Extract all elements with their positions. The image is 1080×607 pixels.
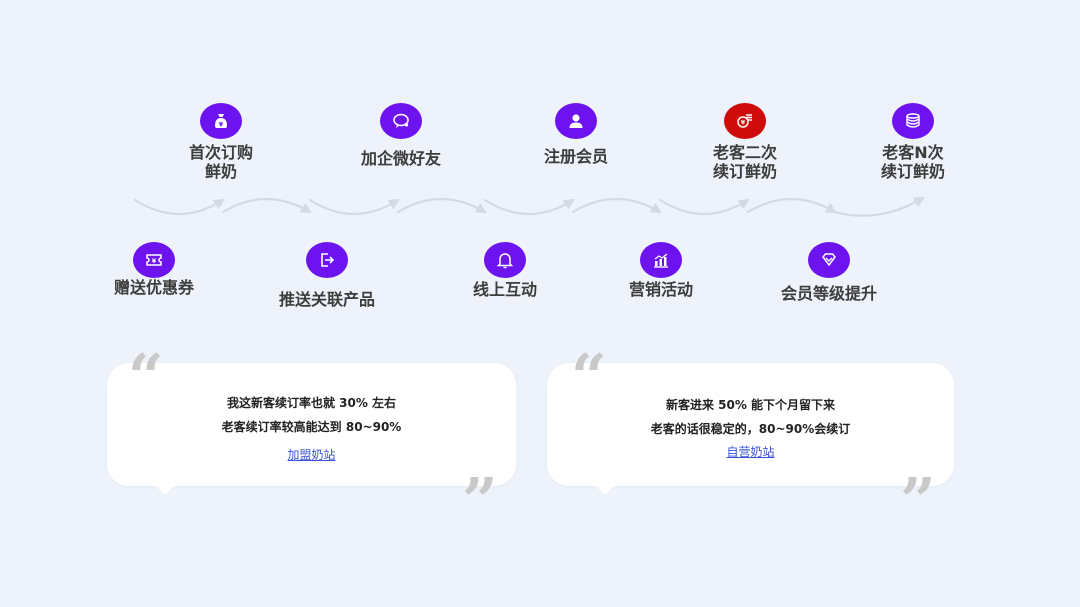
coins-icon: ¥ xyxy=(724,103,766,139)
step-label: 老客二次 续订鲜奶 xyxy=(712,143,777,181)
open-quote-mark: “ xyxy=(571,340,607,413)
step-label: 推送关联产品 xyxy=(278,290,375,309)
quote-bubble-franchise: 我这新客续订率也就 30% 左右 老客续订率较高能达到 80~90% 加盟奶站 xyxy=(107,363,516,495)
coin-stack-icon xyxy=(892,103,934,139)
step-label: 会员等级提升 xyxy=(780,284,877,303)
step-register-member: 注册会员 xyxy=(501,103,651,166)
step-label: 首次订购 鲜奶 xyxy=(188,143,253,181)
svg-text:¥: ¥ xyxy=(741,120,746,127)
chat-bubble-icon xyxy=(380,103,422,139)
user-icon xyxy=(555,103,597,139)
quote-bubble-self-operated: 新客进来 50% 能下个月留下来 老客的话很稳定的，80~90%会续订 自营奶站 xyxy=(547,363,954,495)
step-add-wecom-friend: 加企微好友 xyxy=(326,103,476,168)
svg-text:¥: ¥ xyxy=(219,122,224,129)
exit-arrow-icon xyxy=(306,242,348,278)
step-label: 加企微好友 xyxy=(360,149,441,168)
step-member-level-upgrade: 会员等级提升 xyxy=(754,242,904,303)
step-label: 老客N次 续订鲜奶 xyxy=(880,143,945,181)
step-nth-renewal: 老客N次 续订鲜奶 xyxy=(838,103,988,181)
coupon-icon: ¥ xyxy=(133,242,175,278)
quote-line: 新客进来 50% 能下个月留下来 xyxy=(665,398,836,412)
close-quote-mark: ” xyxy=(900,464,936,537)
bubble-tail xyxy=(155,485,175,495)
bubble-tail xyxy=(595,485,615,495)
step-online-interaction: 线上互动 xyxy=(430,242,580,299)
diamond-icon xyxy=(808,242,850,278)
step-marketing-campaign: 营销活动 xyxy=(586,242,736,299)
money-bag-icon: ¥ xyxy=(200,103,242,139)
close-quote-mark: ” xyxy=(462,464,498,537)
step-label: 注册会员 xyxy=(543,147,608,166)
quote-line: 老客续订率较高能达到 80~90% xyxy=(221,420,402,434)
bar-chart-icon xyxy=(640,242,682,278)
open-quote-mark: “ xyxy=(128,340,164,413)
step-gift-coupon: ¥ 赠送优惠券 xyxy=(79,242,229,297)
bell-icon xyxy=(484,242,526,278)
quote-line: 我这新客续订率也就 30% 左右 xyxy=(226,396,397,410)
step-label: 营销活动 xyxy=(628,280,693,299)
quote-source-link[interactable]: 加盟奶站 xyxy=(287,448,336,462)
quote-source-link[interactable]: 自营奶站 xyxy=(726,445,775,459)
step-second-renewal: ¥ 老客二次 续订鲜奶 xyxy=(670,103,820,181)
svg-text:¥: ¥ xyxy=(152,257,157,265)
step-label: 线上互动 xyxy=(472,280,537,299)
step-first-order: ¥ 首次订购 鲜奶 xyxy=(146,103,296,181)
quote-line: 老客的话很稳定的，80~90%会续订 xyxy=(650,422,851,436)
step-label: 赠送优惠券 xyxy=(113,278,194,297)
step-push-related-products: 推送关联产品 xyxy=(252,242,402,309)
